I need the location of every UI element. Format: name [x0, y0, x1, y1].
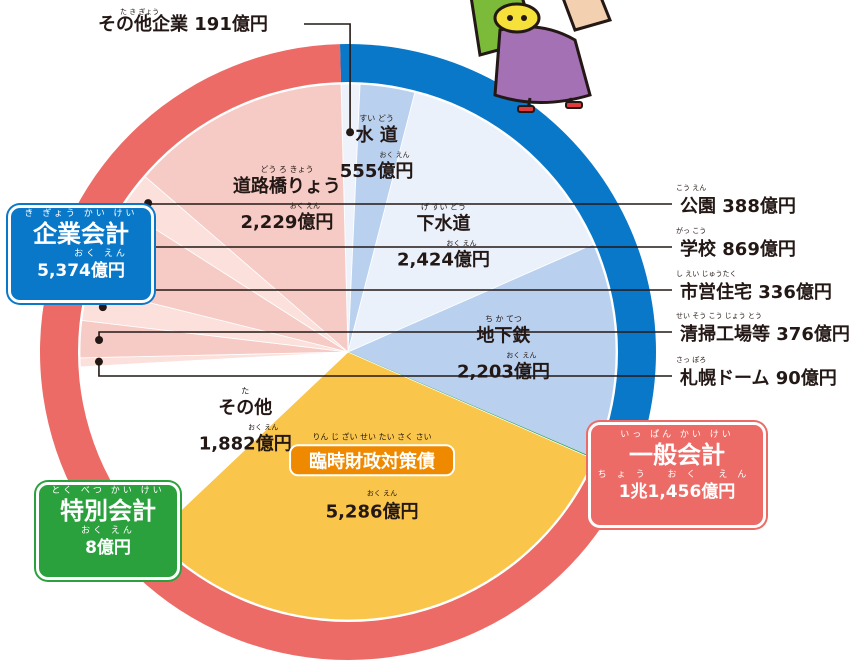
- cleaning-leader-line: [98, 331, 672, 340]
- roads-value-furigana: おく えん: [290, 202, 320, 210]
- roads-value: 2,229億円: [240, 211, 333, 233]
- general-title: 一般会計: [629, 441, 725, 469]
- slice-sewer: [347, 91, 594, 353]
- cleaning-label: 清掃工場等 376億円: [680, 323, 850, 345]
- roads-label: 道路橋りょう: [233, 175, 341, 197]
- park-label: 公園 388億円: [680, 195, 796, 217]
- other-enterprise-furigana: た き ぎょう: [120, 7, 159, 16]
- temp-bond-badge: [289, 444, 456, 477]
- park-furigana: こう えん: [676, 184, 706, 192]
- sewer-label: 下水道: [416, 213, 470, 235]
- park-leader-line: [147, 203, 672, 205]
- water-furigana: すい どう: [359, 114, 394, 123]
- general-value: 1兆1,456億円: [618, 482, 736, 502]
- special-account-box: とく べつ かい けい 特別会計 おく えん 8億円: [36, 482, 180, 580]
- water-value: 555億円: [340, 160, 414, 182]
- water-value-furigana: おく えん: [379, 151, 409, 159]
- other-enterprise-label: その他企業 191億円: [98, 13, 268, 35]
- dome-leader-line: [98, 361, 672, 377]
- temp-bond-value-furigana: おく えん: [367, 489, 397, 497]
- subway-furigana: ち か てつ: [485, 315, 522, 324]
- general-value-furigana: ちょう おく えん: [597, 470, 757, 480]
- sewer-value-furigana: おく えん: [446, 240, 476, 248]
- special-value: 8億円: [85, 538, 131, 558]
- inner-slices: [79, 83, 617, 621]
- housing-label: 市営住宅 336億円: [680, 281, 832, 303]
- roads-furigana: どう ろ きょう: [260, 165, 313, 174]
- water-label: 水 道: [355, 124, 397, 146]
- other_general-label: その他: [218, 396, 272, 418]
- housing-furigana: し えい じゅうたく: [676, 270, 736, 278]
- other_general-value: 1,882億円: [199, 432, 292, 454]
- slice-temp_bond: [152, 351, 595, 621]
- other_general-furigana: た: [241, 386, 249, 395]
- subway-value: 2,203億円: [457, 361, 550, 383]
- enterprise-value-furigana: おく えん: [74, 249, 128, 259]
- enterprise-account-box: き ぎょう かい けい 企業会計 おく えん 5,374億円: [8, 205, 154, 303]
- special-title: 特別会計: [60, 497, 156, 525]
- enterprise-title: 企業会計: [33, 220, 129, 248]
- subway-label: 地下鉄: [476, 325, 530, 347]
- slice-roads: [144, 83, 349, 353]
- subway-value-furigana: おく えん: [506, 352, 536, 360]
- general-account-box: いっ ぱん かい けい 一般会計 ちょう おく えん 1兆1,456億円: [588, 422, 766, 528]
- special-furigana: とく べつ かい けい: [51, 486, 165, 496]
- mascot-illustration: [470, 0, 613, 113]
- temp-bond-label: 臨時財政対策債: [309, 450, 435, 472]
- temp-bond-furigana: りん じ ざい せい たい さく さい: [312, 431, 431, 441]
- other-enterprise-leader-line: [304, 23, 351, 133]
- dome-furigana: さっ ぽろ: [676, 356, 706, 364]
- school-furigana: がっ こう: [676, 226, 706, 235]
- school-label: 学校 869億円: [680, 238, 796, 260]
- sewer-furigana: げ すい どう: [421, 203, 466, 212]
- enterprise-value: 5,374億円: [37, 261, 125, 281]
- sewer-value: 2,424億円: [397, 249, 490, 271]
- special-value-furigana: おく えん: [81, 526, 135, 536]
- other_general-value-furigana: おく えん: [248, 423, 278, 431]
- dome-label: 札幌ドーム 90億円: [679, 367, 837, 389]
- temp-bond-value: 5,286億円: [326, 500, 419, 522]
- cleaning-furigana: せい そう こう じょう とう: [676, 312, 762, 320]
- general-furigana: いっ ぱん かい けい: [620, 430, 734, 440]
- enterprise-furigana: き ぎょう かい けい: [24, 209, 138, 219]
